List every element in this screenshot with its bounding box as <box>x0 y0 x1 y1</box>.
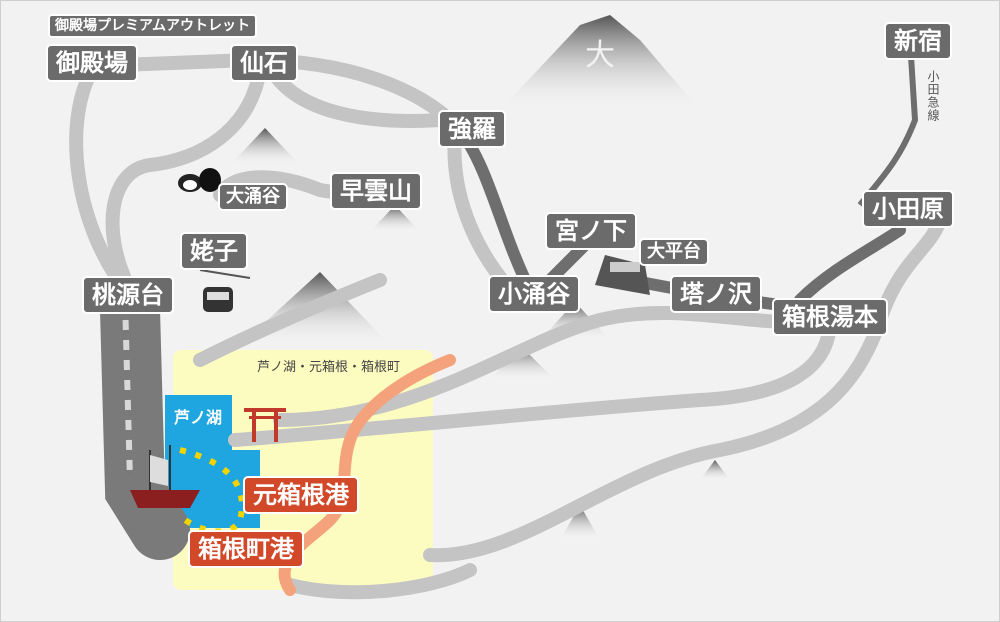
station-kowakidani[interactable]: 小涌谷 <box>488 275 580 313</box>
station-souunzan[interactable]: 早雲山 <box>330 172 422 210</box>
mountain-char: 大 <box>585 38 615 73</box>
pirate-ship-icon <box>130 445 200 508</box>
station-ohiradai[interactable]: 大平台 <box>639 238 709 266</box>
station-gotemba[interactable]: 御殿場 <box>46 44 138 82</box>
station-shinjuku[interactable]: 新宿 <box>884 22 952 60</box>
station-owakudani[interactable]: 大涌谷 <box>218 183 288 211</box>
station-hakone-yumoto[interactable]: 箱根湯本 <box>772 298 888 336</box>
onsen-egg-icon <box>178 168 221 192</box>
station-ubako[interactable]: 姥子 <box>180 232 248 270</box>
station-gora[interactable]: 強羅 <box>438 110 506 148</box>
ferry-route <box>179 447 245 535</box>
odakyu-line-label: 小田急線 <box>926 70 940 122</box>
station-togendai[interactable]: 桃源台 <box>82 276 174 314</box>
ropeway-gondola-icon <box>199 269 251 312</box>
station-odawara[interactable]: 小田原 <box>862 190 954 228</box>
train-icon <box>595 255 650 295</box>
station-motohakone-port[interactable]: 元箱根港 <box>243 476 359 514</box>
station-miyanoshita[interactable]: 宮ノ下 <box>545 212 637 250</box>
lake-name: 芦ノ湖 <box>174 408 223 427</box>
station-sengokuhara[interactable]: 仙石 <box>230 44 298 82</box>
station-tonosawa[interactable]: 塔ノ沢 <box>670 275 762 313</box>
torii-icon <box>244 408 286 442</box>
station-gotemba-outlet[interactable]: 御殿場プレミアムアウトレット <box>48 14 258 38</box>
station-hakonemachi-port[interactable]: 箱根町港 <box>188 530 304 568</box>
lake-area-title: 芦ノ湖・元箱根・箱根町 <box>257 360 401 375</box>
